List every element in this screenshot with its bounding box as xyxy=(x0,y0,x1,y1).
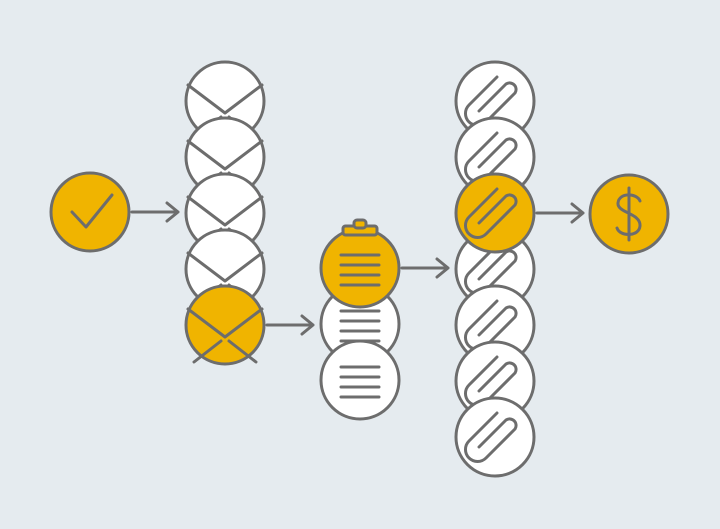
document-node xyxy=(319,218,401,309)
dollar-icon xyxy=(615,186,642,242)
payment-node xyxy=(588,173,670,255)
arrow-start-to-emails xyxy=(130,201,180,223)
paperclip-icon xyxy=(464,411,518,463)
paperclip-icon xyxy=(464,187,518,239)
email-node xyxy=(184,284,266,366)
check-icon xyxy=(70,193,114,229)
envelope-icon xyxy=(186,307,264,364)
attachment-stack xyxy=(454,60,536,478)
document-lines-icon xyxy=(339,365,381,399)
attachment-node xyxy=(454,172,536,254)
start-node xyxy=(49,171,131,253)
arrow-emails-to-documents xyxy=(265,314,315,336)
document-node xyxy=(319,339,401,421)
arrow-attachments-to-payment xyxy=(535,202,585,224)
clipboard-icon xyxy=(339,218,381,287)
document-lines-icon xyxy=(339,309,381,343)
attachment-node xyxy=(454,396,536,478)
arrow-documents-to-attachments xyxy=(400,257,450,279)
document-stack xyxy=(319,218,401,421)
email-stack xyxy=(184,60,266,366)
flow-arrows xyxy=(130,201,585,336)
